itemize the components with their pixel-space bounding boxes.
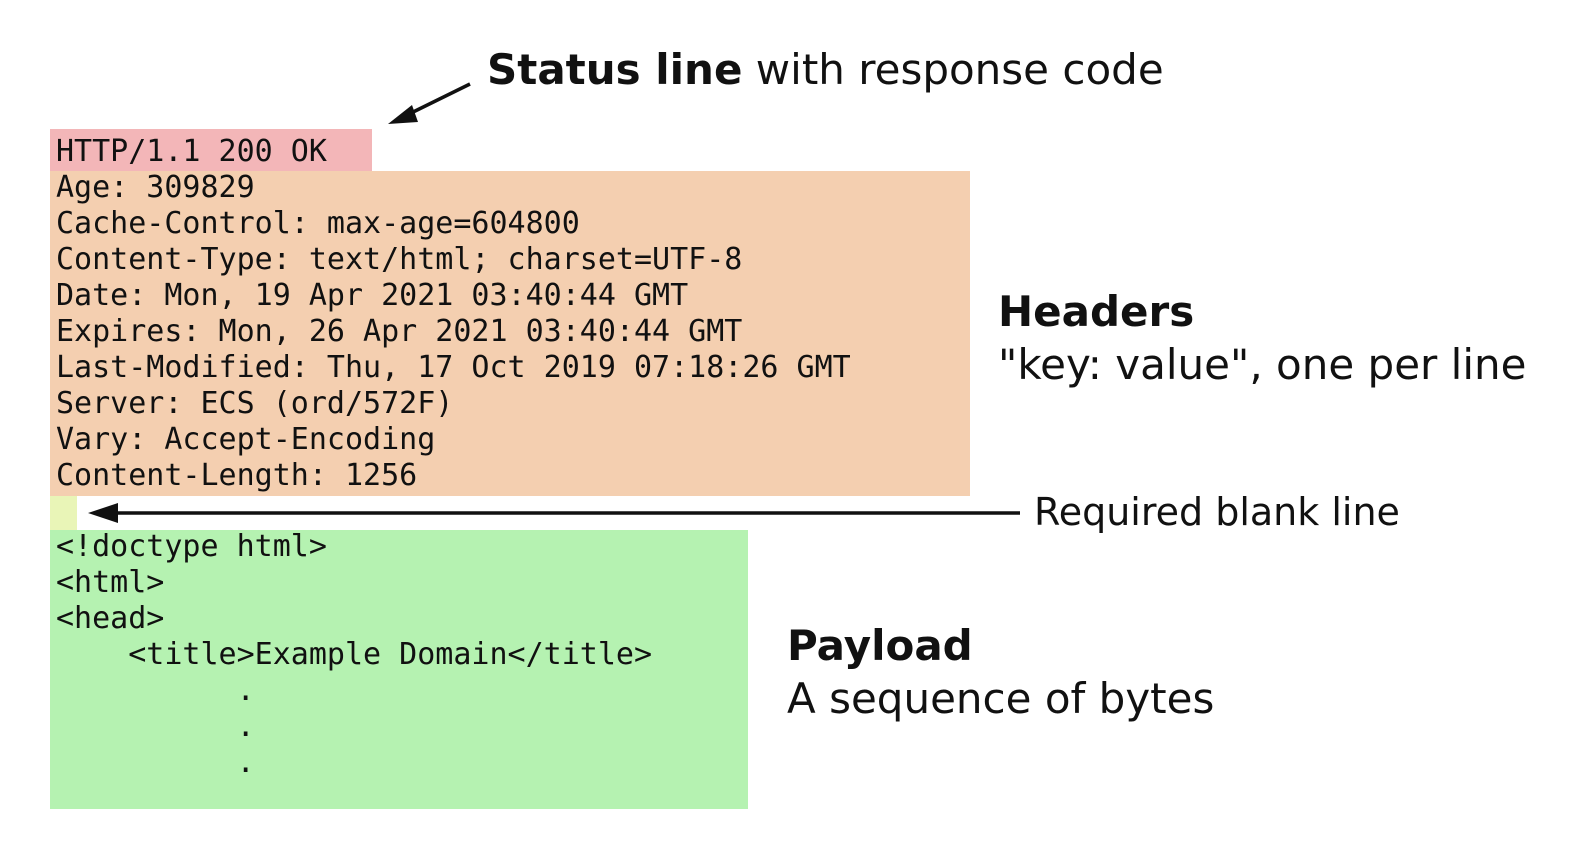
payload-line: . <box>56 673 255 708</box>
payload-line: <!doctype html> <box>56 529 327 564</box>
payload-lines: <!doctype html> <html> <head> <title>Exa… <box>56 529 652 781</box>
header-line: Content-Type: text/html; charset=UTF-8 <box>56 242 743 277</box>
status-line-annotation: Status line with response code <box>487 44 1164 96</box>
status-line-text: HTTP/1.1 200 OK <box>56 134 327 169</box>
payload-line: <title>Example Domain</title> <box>56 637 653 672</box>
payload-title: Payload <box>787 621 973 670</box>
headers-block: Age: 309829 Cache-Control: max-age=60480… <box>50 170 970 496</box>
status-annotation-rest: with response code <box>742 45 1164 94</box>
headers-title: Headers <box>998 287 1195 336</box>
header-lines: Age: 309829 Cache-Control: max-age=60480… <box>56 170 851 494</box>
payload-line: <head> <box>56 601 165 636</box>
payload-line: <html> <box>56 565 165 600</box>
header-line: Content-Length: 1256 <box>56 458 418 493</box>
payload-line: . <box>56 745 255 780</box>
payload-description: A sequence of bytes <box>787 674 1215 723</box>
blank-line-arrow-icon <box>88 503 1020 523</box>
header-line: Vary: Accept-Encoding <box>56 422 436 457</box>
blank-line-label: Required blank line <box>1034 490 1400 534</box>
header-line: Date: Mon, 19 Apr 2021 03:40:44 GMT <box>56 278 689 313</box>
headers-description: "key: value", one per line <box>998 340 1527 389</box>
payload-line: . <box>56 709 255 744</box>
status-annotation-bold: Status line <box>487 45 743 94</box>
status-arrow-icon <box>388 82 471 124</box>
payload-block: <!doctype html> <html> <head> <title>Exa… <box>50 529 748 809</box>
status-line-block: HTTP/1.1 200 OK <box>50 129 372 171</box>
header-line: Server: ECS (ord/572F) <box>56 386 454 421</box>
header-line: Last-Modified: Thu, 17 Oct 2019 07:18:26… <box>56 350 851 385</box>
header-line: Cache-Control: max-age=604800 <box>56 206 580 241</box>
header-line: Expires: Mon, 26 Apr 2021 03:40:44 GMT <box>56 314 743 349</box>
blank-line-block <box>50 496 77 530</box>
header-line: Age: 309829 <box>56 170 255 205</box>
